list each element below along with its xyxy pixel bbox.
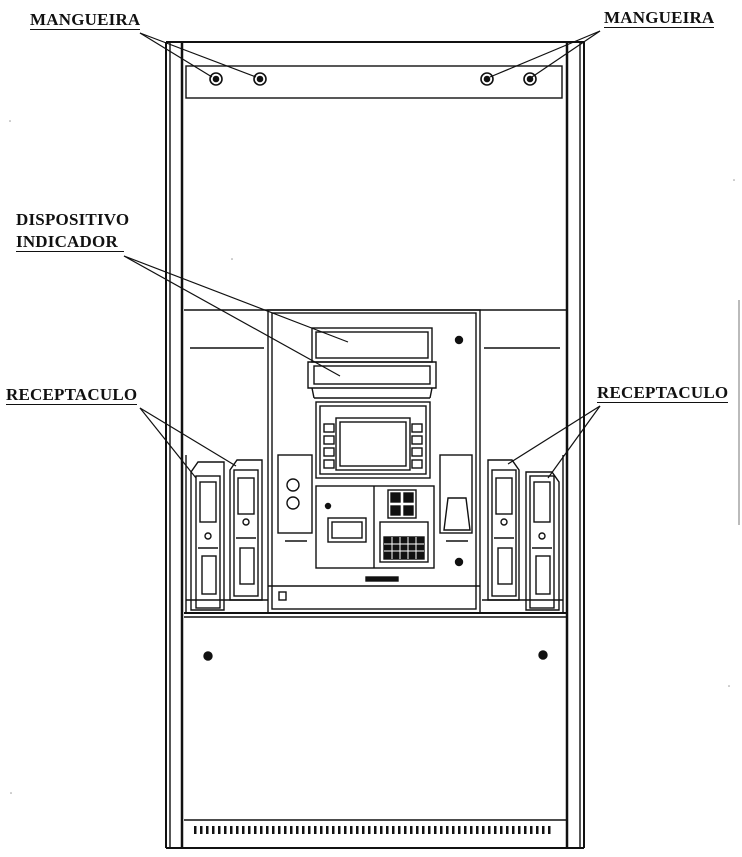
vent-slot <box>290 826 293 834</box>
label-indicator-line2: INDICADOR <box>16 232 124 252</box>
vent-slot <box>542 826 545 834</box>
vent-slot <box>374 826 377 834</box>
hose-outlet-icon <box>480 72 494 86</box>
hose-outlet-icon <box>523 72 537 86</box>
vent-slot <box>530 826 533 834</box>
hose-outlet-icon <box>253 72 267 86</box>
left-grade-panel <box>277 454 313 542</box>
vent-slot <box>524 826 527 834</box>
vent-slot <box>230 826 233 834</box>
vent-slot <box>392 826 395 834</box>
lower-panel <box>184 650 566 821</box>
nozzle-holster-1 <box>190 461 225 611</box>
terminal-screen <box>315 401 431 479</box>
vent-slot <box>302 826 305 834</box>
vent-slot <box>344 826 347 834</box>
label-indicator-line1: DISPOSITIVO <box>16 210 130 229</box>
vent-slot <box>200 826 203 834</box>
vent-slot <box>446 826 449 834</box>
vent-slot <box>236 826 239 834</box>
vent-slot <box>218 826 221 834</box>
vent-slot <box>380 826 383 834</box>
indicator-display <box>307 327 437 399</box>
vent-slot <box>326 826 329 834</box>
receipt-slot <box>439 454 473 542</box>
vent-slot <box>254 826 257 834</box>
label-hose-left: MANGUEIRA <box>30 10 141 30</box>
vent-slot <box>242 826 245 834</box>
vent-slot <box>440 826 443 834</box>
vent-slot <box>314 826 317 834</box>
vent-slot <box>464 826 467 834</box>
vent-slot <box>434 826 437 834</box>
vent-slot <box>458 826 461 834</box>
vent-slot <box>482 826 485 834</box>
vent-slot <box>518 826 521 834</box>
vent-slot <box>500 826 503 834</box>
vent-slot <box>488 826 491 834</box>
vent-slot <box>278 826 281 834</box>
vent-slot <box>506 826 509 834</box>
scan-specks <box>9 120 735 794</box>
vent-slot <box>428 826 431 834</box>
vent-slot <box>266 826 269 834</box>
vent-slot <box>386 826 389 834</box>
vent-slot <box>272 826 275 834</box>
vent-slot <box>512 826 515 834</box>
vent-slot <box>338 826 341 834</box>
vent-slot <box>368 826 371 834</box>
vent-slot <box>404 826 407 834</box>
vent-slot <box>536 826 539 834</box>
nozzle-holster-3 <box>487 459 520 601</box>
vent-slot <box>224 826 227 834</box>
nozzle-holster-2 <box>229 459 263 601</box>
leader-lines <box>123 30 601 479</box>
label-holster-right: RECEPTACULO <box>597 383 729 403</box>
nozzle-holster-4 <box>525 471 560 611</box>
vent-slot <box>470 826 473 834</box>
vent-slot <box>194 826 197 834</box>
vent-slot <box>206 826 209 834</box>
hose-outlet-icon <box>209 72 223 86</box>
vent-slot <box>308 826 311 834</box>
vent-slot <box>212 826 215 834</box>
vent-slot <box>320 826 323 834</box>
vent-slot <box>296 826 299 834</box>
vent-slot <box>494 826 497 834</box>
vent-slot <box>350 826 353 834</box>
dispenser-cabinet <box>165 41 585 849</box>
side-bays <box>185 347 564 612</box>
vent-slot <box>356 826 359 834</box>
vent-slot <box>452 826 455 834</box>
vent-slot <box>248 826 251 834</box>
label-hose-right: MANGUEIRA <box>604 8 715 28</box>
vent-slot <box>416 826 419 834</box>
vent-slot <box>422 826 425 834</box>
vent-slot <box>362 826 365 834</box>
hose-outlets <box>209 72 537 86</box>
console-lower-panel <box>315 485 435 582</box>
center-console <box>267 309 481 614</box>
vent-slot <box>284 826 287 834</box>
vent-slot <box>260 826 263 834</box>
vent-slot <box>476 826 479 834</box>
vent-grille <box>194 826 551 834</box>
vent-slot <box>548 826 551 834</box>
vent-slot <box>410 826 413 834</box>
label-holster-left: RECEPTACULO <box>6 385 138 405</box>
vent-slot <box>398 826 401 834</box>
vent-slot <box>332 826 335 834</box>
